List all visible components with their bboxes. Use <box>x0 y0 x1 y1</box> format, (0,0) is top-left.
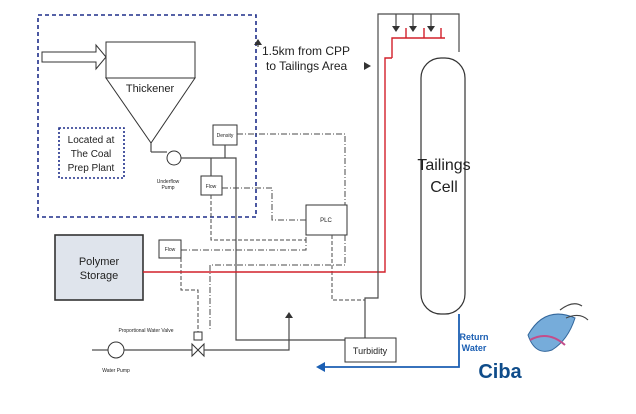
underflow-pump-label-1: Underflow <box>157 179 180 185</box>
ciba-logo-text: Ciba <box>478 361 522 383</box>
polymer-storage-tank: Polymer Storage <box>54 234 144 301</box>
location-note-line-3: Prep Plant <box>68 163 115 174</box>
inlet-arrow <box>41 43 107 71</box>
tailings-cell-label-2: Cell <box>430 179 458 196</box>
polymer-storage-label-1: Polymer <box>79 256 120 268</box>
thickener-label: Thickener <box>126 83 175 95</box>
water-pump-label: Water Pump <box>102 368 130 374</box>
flow-instrument-lower <box>158 239 182 259</box>
density-label: Density <box>217 133 234 139</box>
return-water-label-2: Water <box>462 343 487 353</box>
polymer-storage-label-2: Storage <box>80 270 119 282</box>
thickener-tank: Thickener <box>105 41 196 152</box>
tailings-cell-label-1: Tailings <box>417 157 470 174</box>
water-pump-icon <box>107 341 125 359</box>
distance-note-line-1: 1.5km from CPP <box>262 44 350 58</box>
plc-controller <box>305 204 348 236</box>
proportional-valve-label: Proportional Water Valve <box>118 328 173 334</box>
underflow-pump-icon <box>166 150 182 166</box>
flow-label-lower: Flow <box>165 247 176 253</box>
underflow-pump-label-2: Pump <box>161 185 174 191</box>
flow-label-upper: Flow <box>206 184 217 190</box>
proportional-valve-icon <box>191 342 205 358</box>
distance-note-line-2: to Tailings Area <box>266 59 347 73</box>
ciba-logo: Ciba <box>478 303 589 383</box>
location-note-line-1: Located at <box>68 135 115 146</box>
return-water-label-1: Return <box>460 332 489 342</box>
turbidity-label: Turbidity <box>353 346 388 356</box>
location-note-line-2: The Coal <box>71 149 112 160</box>
return-water-line <box>325 314 460 368</box>
polymer-dosing-line <box>143 57 392 273</box>
turbidity-instrument <box>344 337 397 363</box>
plc-label: PLC <box>320 218 332 224</box>
location-note: Located at The Coal Prep Plant <box>58 127 125 179</box>
tailings-cell <box>420 57 466 315</box>
cpp-boundary <box>37 14 257 218</box>
